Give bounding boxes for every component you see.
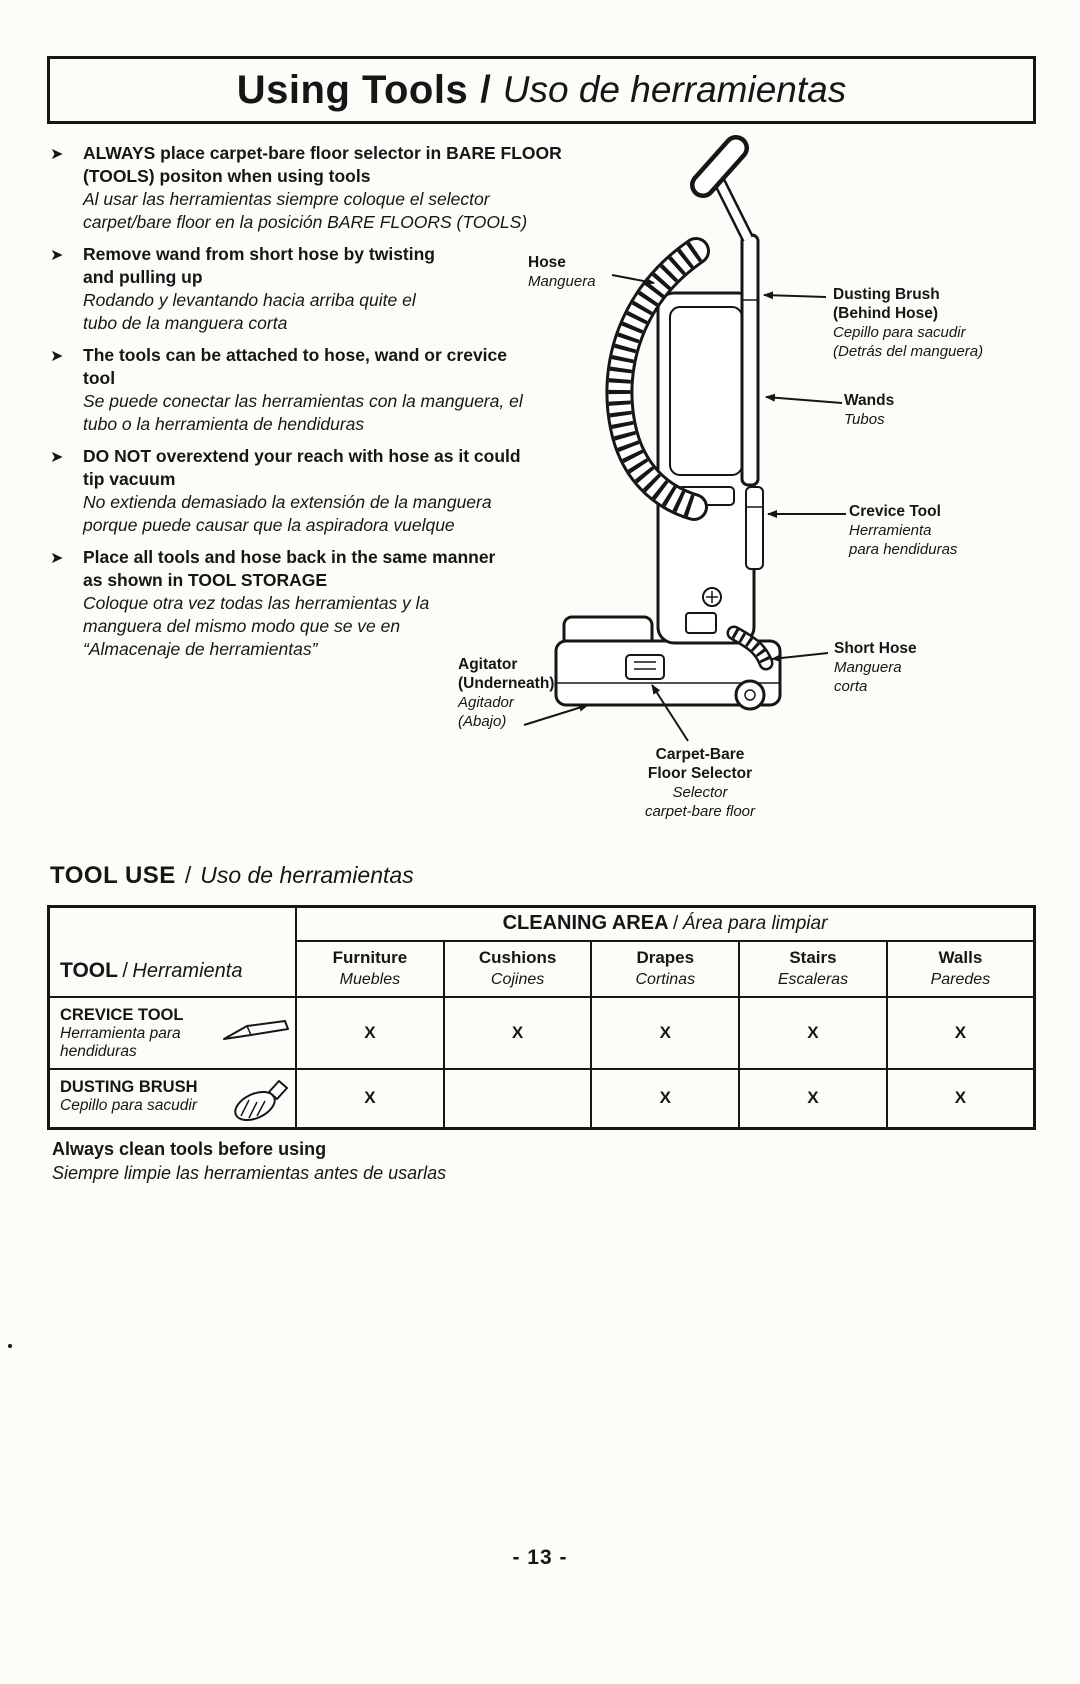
mark-cell: X xyxy=(442,995,593,1070)
vacuum-diagram: Hose Manguera Dusting Brush (Behind Hose… xyxy=(458,135,1040,875)
label-hose-es: Manguera xyxy=(528,273,596,290)
column-header-furniture: Furniture Muebles xyxy=(295,939,445,998)
instruction-es: Al usar las herramientas siempre coloque… xyxy=(83,189,528,232)
tool-name-en: CREVICE TOOL xyxy=(60,1005,184,1024)
cleaning-area-es: Área para limpiar xyxy=(682,913,828,935)
tool-name-cell: DUSTING BRUSH Cepillo para sacudir xyxy=(47,1067,298,1130)
instruction-item: ➤ Place all tools and hose back in the s… xyxy=(50,546,660,661)
mark-cell xyxy=(442,1067,593,1130)
leader-selector xyxy=(651,684,689,742)
page-number: - 13 - xyxy=(512,1546,568,1569)
leader-dusting-brush xyxy=(763,291,827,300)
cleaning-area-header: CLEANING AREA / Área para limpiar xyxy=(295,905,1036,942)
instruction-en: DO NOT overextend your reach with hose a… xyxy=(83,446,521,489)
bullet-arrow-icon: ➤ xyxy=(50,146,64,163)
instruction-es: Se puede conectar las herramientas con l… xyxy=(83,391,523,434)
mark-cell: X xyxy=(738,995,888,1070)
column-header-cushions: Cushions Cojines xyxy=(442,939,593,998)
tool-use-heading: TOOL USE / Uso de herramientas xyxy=(50,862,414,890)
tool-name-en: DUSTING BRUSH xyxy=(60,1077,198,1096)
mark-cell: X xyxy=(738,1067,888,1130)
page-title-separator: / xyxy=(480,68,491,111)
bullet-arrow-icon: ➤ xyxy=(50,550,64,567)
bullet-arrow-icon: ➤ xyxy=(50,247,64,264)
instruction-en: ALWAYS place carpet-bare floor selector … xyxy=(83,143,562,186)
column-header-stairs: Stairs Escaleras xyxy=(738,939,888,998)
label-dusting-brush-es: Cepillo para sacudir (Detrás del manguer… xyxy=(833,324,984,360)
vacuum-illustration xyxy=(523,135,846,742)
label-carpet-bare-floor-selector: Carpet-Bare Floor Selector Selector carp… xyxy=(600,745,800,821)
label-dusting-brush-en: Dusting Brush (Behind Hose) xyxy=(833,286,940,322)
tool-column-header: TOOL / Herramienta xyxy=(47,905,298,998)
leader-short-hose xyxy=(771,652,829,663)
page-title-en: Using Tools xyxy=(236,67,469,112)
label-hose: Hose Manguera xyxy=(528,253,596,291)
scan-artifact-dot xyxy=(8,1344,12,1348)
instruction-es: No extienda demasiado la extensión de la… xyxy=(83,492,492,535)
mark-cell: X xyxy=(885,1067,1036,1130)
instruction-item: ➤ Remove wand from short hose by twistin… xyxy=(50,243,660,335)
tool-use-table: TOOL / Herramienta CLEANING AREA / Área … xyxy=(47,905,1036,1130)
instruction-es: Coloque otra vez todas las herramientas … xyxy=(83,593,430,659)
mark-cell: X xyxy=(590,1067,741,1130)
label-wands: Wands Tubos xyxy=(844,391,894,429)
label-hose-en: Hose xyxy=(528,254,566,271)
table-header-row: TOOL / Herramienta CLEANING AREA / Área … xyxy=(47,905,1036,998)
footnote-es: Siempre limpie las herramientas antes de… xyxy=(52,1163,447,1183)
mark-cell: X xyxy=(295,995,445,1070)
leader-hose xyxy=(611,274,655,286)
tool-header-separator: / xyxy=(122,959,128,982)
instruction-en: Remove wand from short hose by twisting … xyxy=(83,244,435,287)
label-selector-en: Carpet-Bare Floor Selector xyxy=(647,746,753,782)
bullet-arrow-icon: ➤ xyxy=(50,348,64,365)
label-short-hose: Short Hose Manguera corta xyxy=(834,639,917,696)
instruction-en: The tools can be attached to hose, wand … xyxy=(83,345,507,388)
label-crevice-tool-es: Herramienta para hendiduras xyxy=(849,522,958,558)
label-crevice-tool: Crevice Tool Herramienta para hendiduras xyxy=(849,502,957,559)
label-agitator: Agitator (Underneath) Agitador (Abajo) xyxy=(458,655,554,731)
tool-name-es: Herramienta para hendiduras xyxy=(60,1024,181,1060)
label-short-hose-en: Short Hose xyxy=(834,640,917,657)
label-wands-es: Tubos xyxy=(844,411,885,428)
tool-header-en: TOOL xyxy=(60,958,118,982)
table-row-dusting-brush: DUSTING BRUSH Cepillo para sacudir X X X… xyxy=(47,1067,1036,1130)
footnote-en: Always clean tools before using xyxy=(52,1139,327,1159)
cleaning-area-en: CLEANING AREA xyxy=(502,912,669,935)
tool-header-es: Herramienta xyxy=(132,959,243,982)
label-agitator-en: Agitator (Underneath) xyxy=(458,656,555,692)
tool-name-cell: CREVICE TOOL Herramienta para hendiduras xyxy=(47,995,298,1070)
column-header-walls: Walls Paredes xyxy=(885,939,1036,998)
instruction-list: ➤ ALWAYS place carpet-bare floor selecto… xyxy=(50,142,660,670)
leader-wands xyxy=(765,393,843,404)
tool-use-heading-separator: / xyxy=(184,862,192,888)
table-footnote: Always clean tools before using Siempre … xyxy=(52,1137,446,1185)
instruction-item: ➤ The tools can be attached to hose, wan… xyxy=(50,344,660,436)
page-title-box: Using Tools / Uso de herramientas xyxy=(47,56,1036,124)
leader-agitator xyxy=(523,703,589,726)
tool-name-es: Cepillo para sacudir xyxy=(60,1096,197,1114)
bullet-arrow-icon: ➤ xyxy=(50,449,64,466)
tool-use-heading-es: Uso de herramientas xyxy=(200,862,414,888)
mark-cell: X xyxy=(295,1067,445,1130)
label-crevice-tool-en: Crevice Tool xyxy=(849,503,941,520)
page-title-es: Uso de herramientas xyxy=(502,69,847,110)
label-short-hose-es: Manguera corta xyxy=(834,659,902,695)
label-dusting-brush: Dusting Brush (Behind Hose) Cepillo para… xyxy=(833,285,983,361)
label-selector-es: Selector carpet-bare floor xyxy=(644,784,756,820)
cleaning-area-separator: / xyxy=(673,913,679,935)
column-header-drapes: Drapes Cortinas xyxy=(590,939,741,998)
instruction-es: Rodando y levantando hacia arriba quite … xyxy=(83,290,416,333)
dusting-brush-icon xyxy=(234,1079,289,1121)
tool-use-heading-en: TOOL USE xyxy=(50,862,176,889)
mark-cell: X xyxy=(885,995,1036,1070)
instruction-en: Place all tools and hose back in the sam… xyxy=(83,547,496,590)
table-row-crevice-tool: CREVICE TOOL Herramienta para hendiduras… xyxy=(47,995,1036,1070)
crevice-tool-icon xyxy=(223,1019,290,1040)
instruction-item: ➤ DO NOT overextend your reach with hose… xyxy=(50,445,660,537)
label-agitator-es: Agitador (Abajo) xyxy=(458,694,514,730)
table-column-names-row: Furniture Muebles Cushions Cojines Drape… xyxy=(49,939,1036,998)
instruction-item: ➤ ALWAYS place carpet-bare floor selecto… xyxy=(50,142,660,234)
label-wands-en: Wands xyxy=(844,392,895,409)
mark-cell: X xyxy=(590,995,741,1070)
